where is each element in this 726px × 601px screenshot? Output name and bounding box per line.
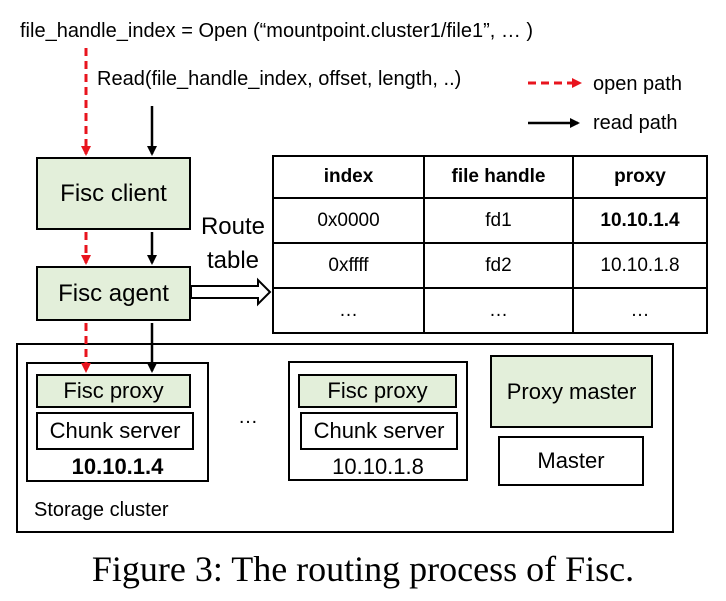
master-label: Master xyxy=(537,448,605,473)
column-header-file-handle: file handle xyxy=(423,155,574,199)
node1-fisc-proxy-label: Fisc proxy xyxy=(63,378,164,403)
node1-chunk-server-label: Chunk server xyxy=(49,418,181,443)
fisc-client-label: Fisc client xyxy=(60,179,167,207)
cell-index: 0xffff xyxy=(272,242,425,289)
node2-fisc-proxy-label: Fisc proxy xyxy=(327,378,428,403)
cell-proxy: 10.10.1.4 xyxy=(572,197,708,244)
proxy-master-box: Proxy master xyxy=(490,355,653,428)
node2-fisc-proxy-box: Fisc proxy xyxy=(298,374,457,408)
cell-proxy: 10.10.1.8 xyxy=(572,242,708,289)
table-row: … … … xyxy=(272,287,708,334)
route-table-arrow xyxy=(190,277,272,307)
node1-chunk-server-box: Chunk server xyxy=(36,412,194,450)
route-table-label-line2: table xyxy=(206,247,260,274)
cell-file-handle: … xyxy=(423,287,574,334)
open-call-text: file_handle_index = Open (“mountpoint.cl… xyxy=(20,20,534,42)
route-table-label-line1: Route xyxy=(200,213,266,240)
column-header-proxy: proxy xyxy=(572,155,708,199)
table-row: 0xffff fd2 10.10.1.8 xyxy=(272,242,708,289)
proxy-master-label: Proxy master xyxy=(506,378,637,404)
master-box: Master xyxy=(498,436,644,486)
column-header-index: index xyxy=(272,155,425,199)
route-table-label: Route table xyxy=(198,210,268,278)
nodes-ellipsis: … xyxy=(238,406,258,428)
cell-file-handle: fd2 xyxy=(423,242,574,289)
fisc-agent-label: Fisc agent xyxy=(58,279,169,307)
node2-ip: 10.10.1.8 xyxy=(332,454,424,479)
storage-node-2 xyxy=(288,361,468,481)
route-table: index file handle proxy 0x0000 fd1 10.10… xyxy=(272,155,708,334)
storage-node-1 xyxy=(26,362,209,482)
legend-open-path: open path xyxy=(593,73,682,95)
node2-chunk-server-box: Chunk server xyxy=(300,412,458,450)
read-call-text: Read(file_handle_index, offset, length, … xyxy=(97,68,462,90)
storage-cluster-box xyxy=(16,343,674,533)
table-row: 0x0000 fd1 10.10.1.4 xyxy=(272,197,708,244)
cell-index: 0x0000 xyxy=(272,197,425,244)
node2-chunk-server-label: Chunk server xyxy=(313,418,445,443)
node1-ip: 10.10.1.4 xyxy=(71,454,164,479)
cell-file-handle: fd1 xyxy=(423,197,574,244)
figure-caption: Figure 3: The routing process of Fisc. xyxy=(91,549,635,589)
cell-proxy: … xyxy=(572,287,708,334)
route-table-header: index file handle proxy xyxy=(272,155,708,199)
legend-read-path: read path xyxy=(593,112,678,134)
storage-cluster-label: Storage cluster xyxy=(34,499,169,521)
node1-fisc-proxy-box: Fisc proxy xyxy=(36,374,191,408)
cell-index: … xyxy=(272,287,425,334)
fisc-client-box: Fisc client xyxy=(36,157,191,230)
